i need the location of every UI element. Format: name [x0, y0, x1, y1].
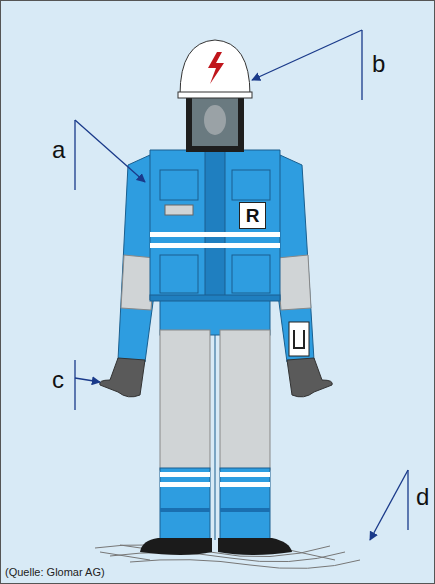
badge-letter: R: [246, 205, 260, 227]
arm-badge: [289, 322, 309, 356]
callout-letter: c: [52, 368, 64, 392]
helmet-visor: [178, 40, 252, 152]
callout-letter: a: [52, 138, 65, 162]
source-caption: (Quelle: Glomar AG): [5, 566, 105, 578]
chest-badge: R: [239, 202, 266, 229]
trousers: [160, 295, 270, 540]
leader-lines: [75, 30, 408, 540]
gloves: [100, 358, 333, 397]
callout-letter: d: [416, 485, 429, 509]
jacket: [150, 150, 280, 301]
shoes: [140, 538, 292, 555]
callout-letter: b: [372, 52, 385, 76]
